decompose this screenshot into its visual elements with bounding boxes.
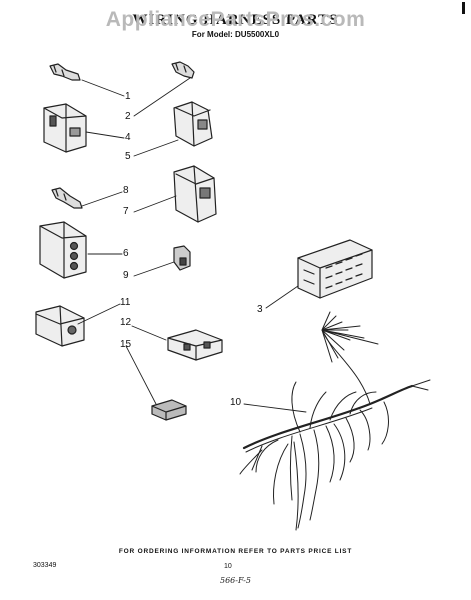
- page-number: 10: [224, 563, 232, 570]
- callout-1: 1: [125, 91, 131, 102]
- part-wiring-harness-10: [239, 311, 431, 531]
- watermark: AppliancePartsPros.com: [105, 8, 366, 31]
- callout-9: 9: [123, 270, 129, 281]
- callout-6: 6: [123, 248, 129, 259]
- part-block-9: [173, 245, 191, 271]
- part-terminal-1: [49, 63, 81, 81]
- part-terminal-8: [51, 187, 83, 209]
- part-connector-block-3: [297, 239, 373, 299]
- callout-12: 12: [120, 317, 132, 328]
- part-connector-7: [173, 165, 217, 223]
- part-connector-11: [35, 305, 85, 347]
- part-connector-6: [39, 221, 87, 279]
- document-number: 303349: [33, 562, 57, 569]
- callout-3: 3: [257, 304, 263, 315]
- callout-2: 2: [125, 111, 131, 122]
- page-title: WIRING HARNESS PARTS: [132, 12, 339, 28]
- callout-4: 4: [125, 132, 131, 143]
- page-edge-mark: [462, 2, 465, 14]
- part-terminal-2: [171, 61, 195, 79]
- part-connector-4: [43, 103, 87, 153]
- callout-leaders: [77, 77, 307, 413]
- part-block-15: [151, 399, 187, 421]
- callout-5: 5: [125, 151, 131, 162]
- callout-10: 10: [230, 397, 242, 408]
- handwritten-note: 566-F-5: [220, 576, 251, 585]
- part-connector-12: [167, 329, 223, 361]
- part-connector-5: [173, 101, 213, 147]
- callout-11: 11: [120, 297, 131, 308]
- callout-8: 8: [123, 185, 129, 196]
- callout-15: 15: [120, 339, 132, 350]
- model-line: For Model: DU5500XL0: [191, 30, 280, 39]
- ordering-note: FOR ORDERING INFORMATION REFER TO PARTS …: [118, 548, 353, 555]
- callout-7: 7: [123, 206, 129, 217]
